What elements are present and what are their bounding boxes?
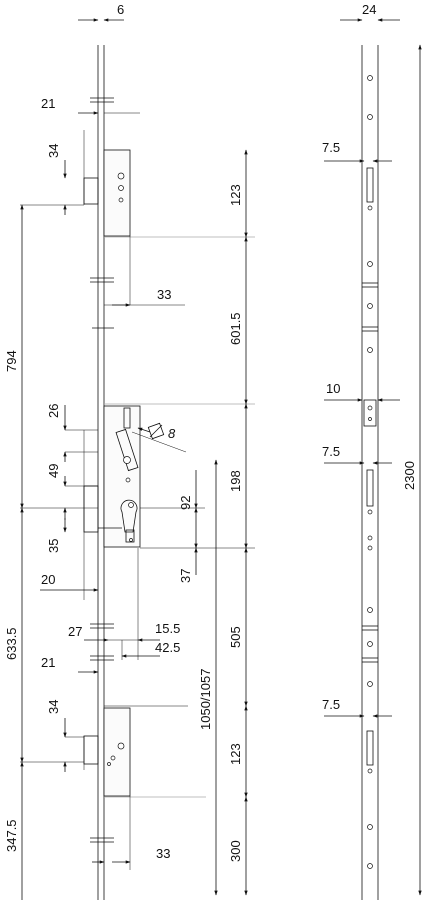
dim-20: 20 (41, 572, 55, 587)
dim-33-bottom: 33 (156, 846, 170, 861)
bottom-bolt-plate (83, 707, 206, 798)
front-view: 6 21 34 123 33 601.5 794 26 8 49 92 198 … (4, 2, 255, 900)
dim-300: 300 (228, 840, 243, 862)
dim-49: 49 (46, 464, 61, 478)
dim-34-bottom: 34 (46, 700, 61, 714)
dim-21-top: 21 (41, 96, 55, 111)
dim-34-top: 34 (46, 144, 61, 158)
bar-joints (90, 97, 114, 843)
dim-15-5: 15.5 (155, 621, 180, 636)
top-bolt-plate (83, 149, 255, 238)
side-dim-2300: 2300 (402, 461, 417, 490)
side-bar (361, 45, 379, 900)
dim-square-8: 8 (168, 426, 176, 441)
dim-1050-1057: 1050/1057 (198, 669, 213, 730)
dim-601-5: 601.5 (228, 312, 243, 345)
dim-33-top: 33 (157, 287, 171, 302)
dim-35: 35 (46, 539, 61, 553)
dim-92: 92 (178, 496, 193, 510)
dim-347-5: 347.5 (4, 819, 19, 852)
dim-633-5: 633.5 (4, 627, 19, 660)
side-dim-7-5-top: 7.5 (322, 140, 340, 155)
dim-21-bottom: 21 (41, 655, 55, 670)
side-dim-7-5-bottom: 7.5 (322, 697, 340, 712)
dim-123-bottom: 123 (228, 743, 243, 765)
dim-123-top: 123 (228, 184, 243, 206)
square-spindle-symbol (131, 422, 187, 453)
side-dim-7-5-mid: 7.5 (322, 444, 340, 459)
side-dim-10: 10 (326, 381, 340, 396)
dim-198: 198 (228, 470, 243, 492)
dim-27: 27 (68, 624, 82, 639)
dim-26: 26 (46, 404, 61, 418)
side-view: 24 7.5 10 7.5 7.5 2300 (322, 2, 422, 900)
side-dim-24: 24 (362, 2, 376, 17)
dim-bar-width: 6 (117, 2, 124, 17)
dim-42-5: 42.5 (155, 640, 180, 655)
side-holes (363, 75, 377, 869)
lock-bar (97, 45, 105, 900)
dim-505: 505 (228, 626, 243, 648)
dim-794: 794 (4, 350, 19, 372)
dim-37: 37 (178, 569, 193, 583)
central-lock-case (83, 403, 255, 548)
